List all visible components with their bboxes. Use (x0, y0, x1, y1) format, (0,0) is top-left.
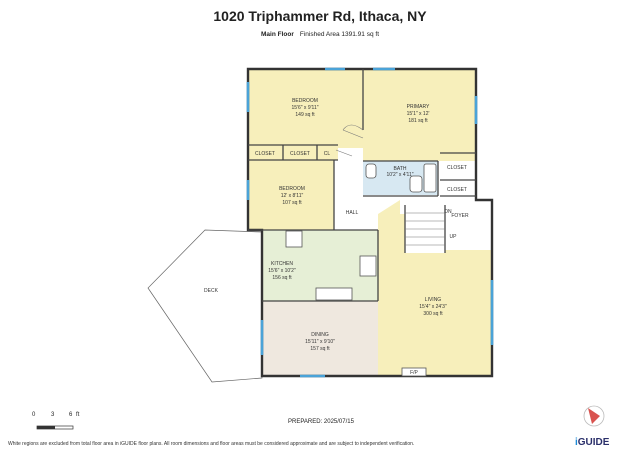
bath-fixtures (365, 163, 437, 193)
primary-area (363, 69, 476, 161)
closet-label-2: CLOSET (290, 151, 310, 157)
foyer-label: FOYER (451, 213, 469, 219)
floor-info: Main Floor Finished Area 1391.91 sq ft (0, 31, 640, 38)
hall-area (378, 200, 400, 230)
fireplace (401, 367, 427, 377)
scale-label-6: 6 (69, 412, 73, 418)
bath-dims: 10'2" x 4'11" (386, 172, 413, 178)
deck-label: DECK (204, 288, 219, 294)
closet-label-4: CLOSET (447, 187, 467, 193)
compass-icon (583, 405, 605, 427)
hall-label: HALL (346, 210, 359, 216)
brand-logo: iGUIDE (575, 437, 609, 448)
kitchen-dims: 15'6" x 10'2" (268, 268, 296, 274)
kitchen-name: KITCHEN (271, 261, 293, 267)
living-name: LIVING (425, 297, 442, 303)
living-area-text: 300 sq ft (423, 311, 443, 317)
prepared-date: PREPARED: 2025/07/15 (288, 419, 354, 425)
kitchen-area-text: 156 sq ft (272, 275, 292, 281)
scale-label-3: 3 (51, 412, 55, 418)
brand-name: GUIDE (577, 437, 610, 448)
primary-name: PRIMARY (407, 104, 430, 110)
dn-label: DN (444, 209, 452, 215)
scale-unit: ft (76, 412, 80, 418)
bedroom2-area-text: 107 sq ft (282, 200, 302, 206)
bedroom2-dims: 12' x 8'11" (281, 193, 304, 199)
living-dims: 15'4" x 24'3" (419, 304, 447, 310)
kitchen-counters (285, 230, 377, 301)
scale-labels: 0 3 6 ft (32, 412, 79, 418)
dining-area (262, 301, 378, 377)
cl-label: CL (324, 151, 331, 157)
bedroom2-area (248, 160, 334, 230)
dining-dims: 15'11" x 9'10" (305, 339, 335, 345)
page-title: 1020 Triphammer Rd, Ithaca, NY (213, 8, 427, 24)
fp-label: F/P (410, 370, 418, 376)
bath-name: BATH (394, 166, 407, 172)
dining-area-text: 157 sq ft (310, 346, 330, 352)
bedroom1-area-text: 149 sq ft (295, 112, 315, 118)
closet-label-3: CLOSET (447, 165, 467, 171)
bedroom1-name: BEDROOM (292, 98, 318, 104)
living-area (378, 214, 492, 376)
door-swings (335, 124, 364, 157)
bedroom1-area (248, 69, 363, 148)
footer-note: White regions are excluded from total fl… (8, 441, 415, 447)
brand-prefix: i (575, 437, 578, 448)
scale-bar (36, 425, 74, 430)
bedroom1-dims: 15'6" x 9'11" (291, 105, 318, 111)
windows (246, 67, 494, 378)
stair-treads (405, 212, 445, 246)
bedroom2-name: BEDROOM (279, 186, 305, 192)
dining-name: DINING (311, 332, 329, 338)
floor-label: Main Floor (261, 31, 294, 38)
primary-area-text: 181 sq ft (408, 118, 428, 124)
deck-outline (147, 229, 263, 383)
closet-label-1: CLOSET (255, 151, 275, 157)
up-label: UP (450, 234, 458, 240)
scale-label-0: 0 (32, 412, 36, 418)
closet-area (248, 145, 338, 160)
finished-area: Finished Area 1391.91 sq ft (299, 31, 379, 38)
primary-dims: 15'1" x 12' (407, 111, 430, 117)
